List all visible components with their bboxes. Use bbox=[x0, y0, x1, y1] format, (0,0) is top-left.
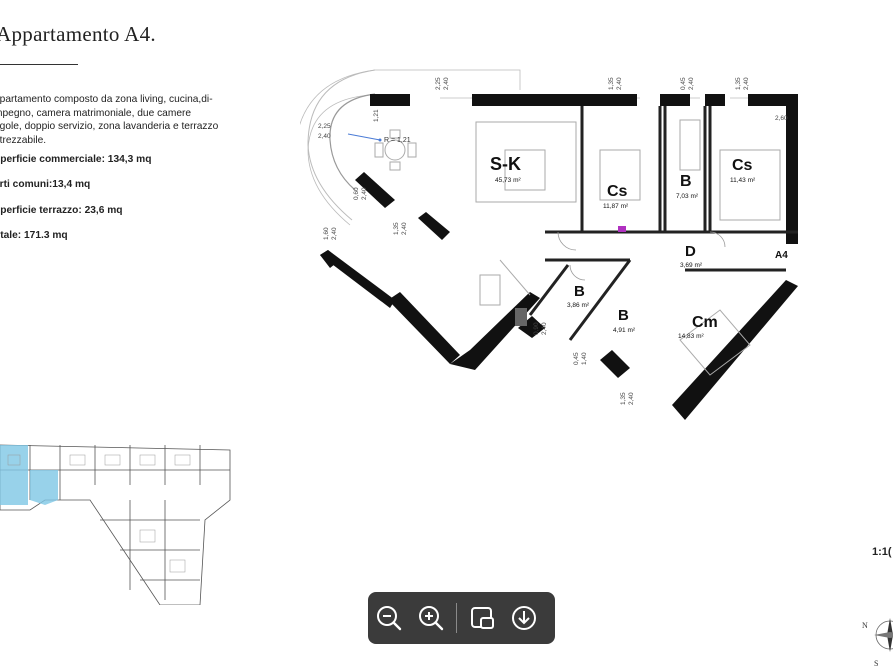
dimension-label: 1,21 bbox=[373, 109, 380, 122]
unit-label: A4 bbox=[775, 250, 788, 261]
room-area: 11,87 m² bbox=[603, 203, 629, 210]
stat-commercial-area: uperficie commerciale: 134,3 mq bbox=[0, 154, 152, 165]
stat-terrace-area: uperficie terrazzo: 23,6 mq bbox=[0, 205, 123, 216]
compass-south: S bbox=[874, 659, 878, 668]
scale-label: 1:1( bbox=[872, 546, 892, 558]
dimension-label: 0,45 bbox=[573, 352, 580, 365]
dimension-label: 2,40 bbox=[401, 222, 408, 235]
dimension-label: 2,40 bbox=[331, 227, 338, 240]
zoom-in-button[interactable] bbox=[410, 592, 452, 644]
dimension-label: 2,40 bbox=[318, 133, 331, 140]
room-code: Cm bbox=[692, 314, 718, 331]
dimension-label: 2,60 bbox=[775, 115, 788, 122]
dimension-label: 2,40 bbox=[443, 77, 450, 90]
compass-north: N bbox=[862, 621, 868, 630]
description-line: mpegno, camera matrimoniale, due camere bbox=[0, 107, 192, 119]
compass-rose-icon: N S bbox=[862, 618, 893, 668]
zoom-out-icon bbox=[377, 606, 402, 631]
download-icon bbox=[512, 606, 536, 630]
radius-label: R = 1,21 bbox=[384, 137, 411, 144]
dimension-label: 1,60 bbox=[323, 227, 330, 240]
room-code: B bbox=[680, 173, 692, 190]
viewer-toolbar bbox=[368, 592, 555, 644]
dimension-label: 1,35 bbox=[735, 77, 742, 90]
room-area: 11,43 m² bbox=[730, 177, 756, 184]
dimension-label: 2,40 bbox=[628, 392, 635, 405]
dimension-label: 2,40 bbox=[743, 77, 750, 90]
dimension-label: 2,25 bbox=[435, 77, 442, 90]
room-code: B bbox=[574, 283, 585, 300]
room-area: 45,73 m² bbox=[495, 177, 521, 184]
fit-page-button[interactable] bbox=[461, 592, 503, 644]
room-area: 3,86 m² bbox=[567, 302, 590, 309]
dimension-label: 0,45 bbox=[680, 77, 687, 90]
room-area: 7,03 m² bbox=[676, 193, 699, 200]
floor-plan: R = 1,21 2,25 2,40 1,35 2,40 0,45 2,40 1… bbox=[300, 69, 798, 420]
stat-total: otale: 171.3 mq bbox=[0, 230, 68, 241]
dimension-label: 2,40 bbox=[616, 77, 623, 90]
download-button[interactable] bbox=[503, 592, 545, 644]
toolbar-divider bbox=[456, 603, 457, 633]
dimension-label: 1,40 bbox=[581, 352, 588, 365]
room-code: Cs bbox=[732, 157, 753, 174]
page-title: Appartamento A4. bbox=[0, 22, 156, 46]
dimension-label: 2,25 bbox=[318, 123, 331, 130]
apartment-description: ppartamento composto da zona living, cuc… bbox=[0, 93, 234, 147]
room-area: 14,83 m² bbox=[678, 333, 704, 340]
dimension-label: 2,40 bbox=[541, 322, 548, 335]
fit-page-icon bbox=[471, 607, 494, 629]
dimension-label: 1,35 bbox=[393, 222, 400, 235]
title-divider bbox=[0, 64, 78, 65]
site-plan-thumbnail bbox=[0, 444, 231, 605]
room-code: B bbox=[618, 307, 629, 324]
dimension-label: 0,90 bbox=[533, 322, 540, 335]
room-area: 3,69 m² bbox=[680, 262, 703, 269]
dimension-label: 1,35 bbox=[608, 77, 615, 90]
room-code: Cs bbox=[607, 183, 628, 200]
room-code: D bbox=[685, 243, 696, 260]
dimension-label: 1,35 bbox=[620, 392, 627, 405]
zoom-in-icon bbox=[419, 606, 444, 631]
description-line: atrezzabile. bbox=[0, 134, 47, 146]
dimension-label: 2,40 bbox=[688, 77, 695, 90]
dimension-label: 0,60 bbox=[353, 187, 360, 200]
description-line: ngole, doppio servizio, zona lavanderia … bbox=[0, 121, 219, 132]
stat-common-parts: arti comuni:13,4 mq bbox=[0, 179, 91, 190]
room-area: 4,91 m² bbox=[613, 327, 636, 334]
description-line: ppartamento composto da zona living, cuc… bbox=[0, 94, 213, 105]
dimension-label: 2,40 bbox=[361, 187, 368, 200]
zoom-out-button[interactable] bbox=[368, 592, 410, 644]
room-code: S-K bbox=[490, 154, 521, 174]
